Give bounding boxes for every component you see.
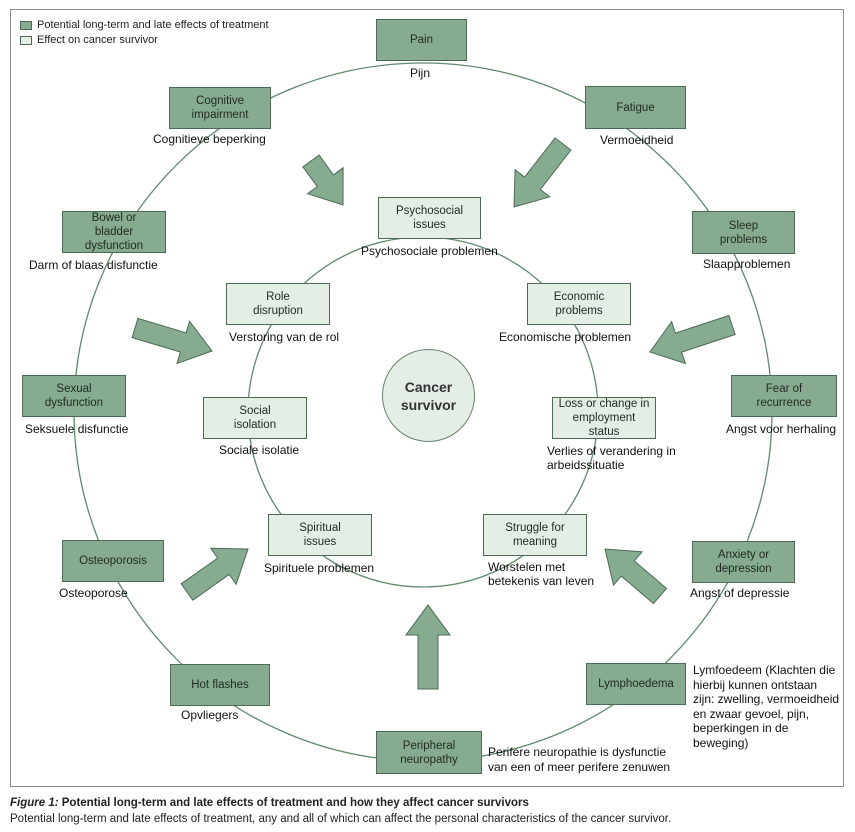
box-economic-problems: Economic problems <box>527 283 631 325</box>
caption-osteoporosis: Osteoporose <box>59 586 128 600</box>
caption-social-isolation: Sociale isolatie <box>219 443 300 457</box>
diagram-frame <box>10 9 844 787</box>
legend-inner-label: Effect on cancer survivor <box>37 34 158 46</box>
box-hot-flashes: Hot flashes <box>170 664 270 706</box>
caption-sleep-problems: Slaapproblemen <box>703 257 791 271</box>
legend-outer-swatch <box>20 21 32 30</box>
box-anxiety-or-depression: Anxiety or depression <box>692 541 795 583</box>
legend-inner: Effect on cancer survivor <box>20 33 269 48</box>
box-social-isolation: Social isolation <box>203 397 307 439</box>
caption-role-disruption: Verstoring van de rol <box>229 330 340 344</box>
center-label: Cancer survivor <box>400 378 457 413</box>
arrow-bottom <box>405 604 451 690</box>
legend-inner-swatch <box>20 36 32 45</box>
arrow-lower-left <box>180 547 249 601</box>
caption-bowel-or-bladder-dysfunction: Darm of blaas disfunctie <box>29 258 158 272</box>
caption-economic-problems: Economische problemen <box>499 330 632 344</box>
box-loss-or-change-in-employment-status: Loss or change in employment status <box>552 397 656 439</box>
box-struggle-for-meaning: Struggle for meaning <box>483 514 587 556</box>
box-spiritual-issues: Spiritual issues <box>268 514 372 556</box>
figure-caption-label: Figure 1: <box>10 797 59 809</box>
caption-anxiety-or-depression: Angst of depressie <box>690 586 790 600</box>
arrow-upper-left <box>302 154 344 206</box>
box-lymphoedema: Lymphoedema <box>586 663 686 705</box>
arrow-upper-right <box>513 137 572 208</box>
center-cancer-survivor: Cancer survivor <box>382 349 475 442</box>
box-fatigue: Fatigue <box>585 86 686 129</box>
box-peripheral-neuropathy: Peripheral neuropathy <box>376 731 482 774</box>
box-role-disruption: Role disruption <box>226 283 330 325</box>
arrow-lower-right <box>604 548 668 605</box>
caption-fatigue: Vermoeidheid <box>600 133 674 147</box>
figure-caption-title: Potential long-term and late effects of … <box>61 797 529 809</box>
legend: Potential long-term and late effects of … <box>20 18 269 48</box>
caption-loss-or-change-in-employment-status: Verlies of verandering in arbeidssituati… <box>547 444 676 472</box>
caption-cognitive-impairment: Cognitieve beperking <box>153 132 266 146</box>
caption-hot-flashes: Opvliegers <box>181 708 239 722</box>
caption-sexual-dysfunction: Seksuele disfunctie <box>25 422 129 436</box>
caption-lymphoedema: Lymfoedeem (Klachten die hierbij kunnen … <box>693 663 840 750</box>
box-bowel-or-bladder-dysfunction: Bowel or bladder dysfunction <box>62 211 166 253</box>
box-psychosocial-issues: Psychosocial issues <box>378 197 481 239</box>
box-sexual-dysfunction: Sexual dysfunction <box>22 375 126 417</box>
arrow-right <box>649 314 736 365</box>
caption-pain: Pijn <box>410 66 431 80</box>
legend-outer: Potential long-term and late effects of … <box>20 18 269 33</box>
caption-spiritual-issues: Spirituele problemen <box>264 561 375 575</box>
figure-caption: Figure 1: Potential long-term and late e… <box>10 795 850 827</box>
box-sleep-problems: Sleep problems <box>692 211 795 254</box>
legend-outer-label: Potential long-term and late effects of … <box>37 19 269 31</box>
box-pain: Pain <box>376 19 467 61</box>
arrow-left <box>131 317 213 365</box>
figure-caption-title-line: Figure 1: Potential long-term and late e… <box>10 795 850 811</box>
box-osteoporosis: Osteoporosis <box>62 540 164 582</box>
arrows <box>131 137 736 690</box>
caption-fear-of-recurrence: Angst voor herhaling <box>726 422 837 436</box>
caption-psychosocial-issues: Psychosociale problemen <box>361 244 498 258</box>
figure-caption-text: Potential long-term and late effects of … <box>10 813 672 825</box>
box-cognitive-impairment: Cognitive impairment <box>169 87 271 129</box>
caption-peripheral-neuropathy: Perifere neuropathie is dysfunctie van e… <box>488 745 671 774</box>
caption-struggle-for-meaning: Worstelen met betekenis van leven <box>488 560 595 588</box>
box-fear-of-recurrence: Fear of recurrence <box>731 375 837 417</box>
